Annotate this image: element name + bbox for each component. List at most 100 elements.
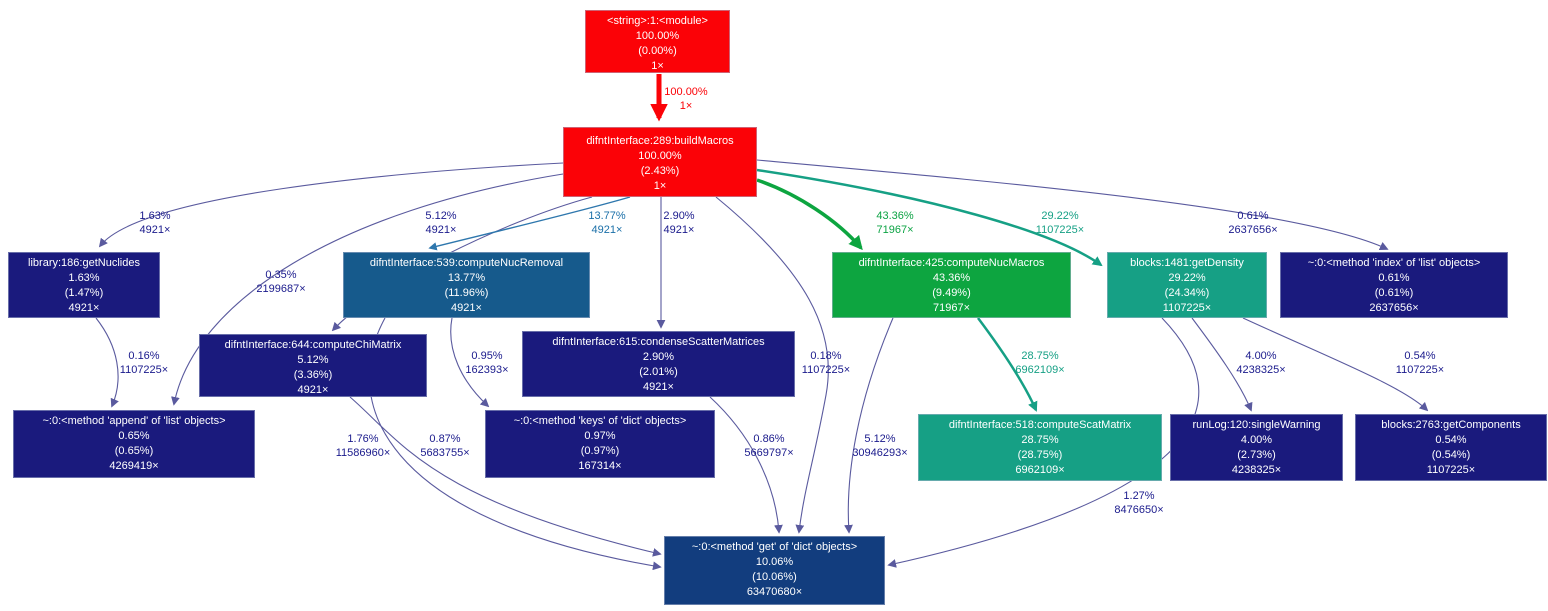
edge-pct: 0.16%: [128, 350, 160, 362]
node-total: 4.00%: [1240, 434, 1273, 446]
edge-label-buildmacros-to-append: 0.35%2199687×: [256, 268, 305, 296]
edge-pct: 4.00%: [1245, 350, 1277, 362]
edge-label-to-chimatrix: 5.12% 4921×: [425, 209, 456, 237]
node-title: ~:0:<method 'keys' of 'dict' objects>: [513, 415, 687, 427]
edge-label-buildmacros-to-get: 0.18% 1107225×: [802, 349, 850, 377]
edge-label-module-to-buildmacros: 100.00% 1×: [664, 85, 707, 113]
edge-pct: 2.90%: [663, 210, 695, 222]
edge-calls: 1107225×: [1395, 364, 1445, 376]
edge-pct: 1.27%: [1123, 490, 1155, 502]
edge-calls: 162393×: [465, 364, 509, 376]
edge-calls: 4238325×: [1236, 364, 1286, 376]
edge-calls: 1107225×: [119, 364, 169, 376]
node-calls: 1×: [653, 180, 667, 192]
node-calls: 4269419×: [109, 460, 159, 472]
edge-label-getdensity-to-getcomponents: 0.54%1107225×: [1396, 349, 1444, 377]
edge-label-to-nucremoval: 13.77% 4921×: [588, 209, 625, 237]
edge-label-to-index: 0.61%2637656×: [1228, 209, 1277, 237]
edge-label-condense-to-get: 0.86%5669797×: [744, 432, 793, 460]
node-total: 0.54%: [1435, 434, 1467, 446]
edge-calls: 4921×: [425, 224, 457, 236]
edge-pct: 0.61%: [1237, 210, 1269, 222]
edge-label-nucmacros-to-scatmatrix: 28.75% 6962109×: [1015, 349, 1064, 377]
node-self: (9.49%): [932, 287, 971, 299]
node-condensescattermatrices: difntInterface:615:condenseScatterMatric…: [522, 331, 795, 397]
edge-condense-to-get: [709, 396, 783, 534]
node-getcomponents: blocks:2763:getComponents 0.54% (0.54%) …: [1355, 414, 1547, 481]
node-total: 1.63%: [68, 272, 100, 284]
node-self: (2.73%): [1237, 449, 1276, 461]
node-total: 13.77%: [447, 272, 486, 284]
edge-nucremoval-to-keys: [450, 317, 490, 408]
node-method-index: ~:0:<method 'index' of 'list' objects> 0…: [1280, 252, 1508, 318]
edge-pct: 5.12%: [864, 433, 896, 445]
node-self: (3.36%): [293, 369, 333, 381]
edge-buildmacros-to-nucmacros: [756, 178, 863, 251]
node-self: (2.01%): [639, 366, 678, 378]
edge-pct: 0.87%: [429, 433, 461, 445]
edge-label-to-nucmacros: 43.36%71967×: [876, 209, 913, 237]
edge-pct: 0.95%: [471, 350, 503, 362]
edge-nucmacros-to-get: [844, 317, 894, 534]
edge-pct: 1.76%: [347, 433, 379, 445]
node-self: (0.97%): [580, 445, 620, 457]
edge-calls: 1×: [679, 100, 693, 112]
edge-pct: 100.00%: [664, 86, 708, 98]
node-total: 2.90%: [642, 351, 675, 363]
node-total: 100.00%: [638, 150, 682, 162]
node-total: 10.06%: [755, 556, 794, 568]
edge-pct: 0.35%: [265, 269, 297, 281]
node-method-keys: ~:0:<method 'keys' of 'dict' objects> 0.…: [485, 410, 715, 478]
node-title: difntInterface:644:computeChiMatrix: [224, 339, 402, 351]
edge-pct: 5.12%: [425, 210, 457, 222]
node-title: difntInterface:425:computeNucMacros: [858, 257, 1045, 269]
node-total: 5.12%: [297, 354, 329, 366]
node-module: <string>:1:<module> 100.00% (0.00%) 1×: [585, 10, 730, 73]
node-calls: 4921×: [68, 302, 100, 314]
edge-calls: 5683755×: [420, 447, 470, 459]
edge-pct: 0.18%: [810, 350, 842, 362]
edge-calls: 11586960×: [335, 447, 391, 459]
node-total: 43.36%: [932, 272, 971, 284]
node-self: (11.96%): [444, 287, 489, 299]
node-calls: 1×: [651, 60, 664, 72]
node-computenucremoval: difntInterface:539:computeNucRemoval 13.…: [343, 252, 590, 318]
edge-calls: 6962109×: [1015, 364, 1065, 376]
node-title: difntInterface:539:computeNucRemoval: [369, 257, 564, 269]
node-total: 28.75%: [1021, 434, 1059, 446]
node-title: difntInterface:518:computeScatMatrix: [948, 419, 1132, 431]
node-calls: 71967×: [932, 302, 970, 314]
node-calls: 63470680×: [746, 586, 803, 598]
edge-calls: 4921×: [663, 224, 695, 236]
node-calls: 4921×: [297, 384, 329, 396]
node-self: (0.65%): [114, 445, 154, 457]
edge-pct: 43.36%: [876, 210, 914, 222]
node-self: (0.54%): [1431, 449, 1471, 461]
node-singlewarning: runLog:120:singleWarning 4.00% (2.73%) 4…: [1170, 414, 1343, 481]
edge-pct: 28.75%: [1021, 350, 1059, 362]
edge-pct: 0.86%: [753, 433, 785, 445]
edge-label-getdensity-to-singlewarning: 4.00% 4238325×: [1236, 349, 1285, 377]
node-calls: 4238325×: [1231, 464, 1282, 476]
node-computescatmatrix: difntInterface:518:computeScatMatrix 28.…: [918, 414, 1162, 481]
node-computenucmacros: difntInterface:425:computeNucMacros 43.3…: [832, 252, 1071, 318]
node-self: (0.61%): [1374, 287, 1414, 299]
edge-calls: 4921×: [139, 224, 171, 236]
edge-calls: 4921×: [591, 224, 623, 236]
node-title: blocks:2763:getComponents: [1381, 419, 1521, 431]
edge-buildmacros-to-get: [715, 196, 829, 534]
edge-calls: 1107225×: [801, 364, 851, 376]
node-title: blocks:1481:getDensity: [1130, 257, 1244, 269]
node-title: ~:0:<method 'get' of 'dict' objects>: [691, 541, 858, 553]
edge-label-nucremoval-to-get: 1.76% 11586960×: [336, 432, 391, 460]
node-calls: 6962109×: [1015, 464, 1065, 476]
edge-pct: 13.77%: [588, 210, 626, 222]
node-method-append: ~:0:<method 'append' of 'list' objects> …: [13, 410, 255, 478]
edge-buildmacros-to-getdensity: [756, 168, 1103, 267]
node-self: (28.75%): [1017, 449, 1063, 461]
node-title: <string>:1:<module>: [607, 15, 708, 27]
edge-nucmacros-to-scatmatrix: [976, 317, 1038, 412]
edge-chimatrix-to-get: [349, 396, 662, 557]
